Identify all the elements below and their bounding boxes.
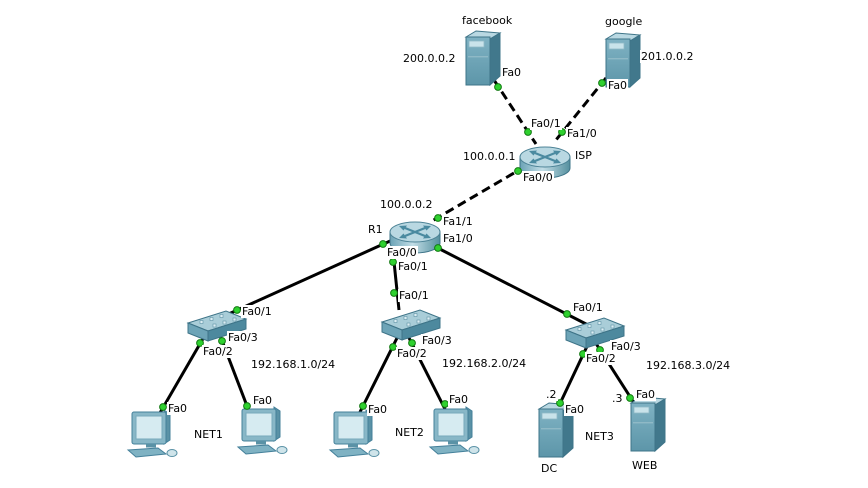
- switch-sw2[interactable]: [379, 304, 443, 346]
- device-label-dc: DC: [540, 462, 559, 475]
- pc-pc4[interactable]: [428, 403, 484, 457]
- device-label-google: google: [604, 15, 644, 28]
- port-label-fa0-0: Fa0/0: [386, 246, 418, 259]
- ip-label-3: .3: [611, 392, 624, 405]
- port-label-fa0-2: Fa0/2: [202, 345, 234, 358]
- port-label-fa0: Fa0: [635, 388, 657, 401]
- pc-pc2[interactable]: [236, 403, 292, 457]
- router-r1[interactable]: [386, 215, 444, 259]
- port-label-fa0: Fa0: [607, 79, 629, 92]
- port-label-fa0-2: Fa0/2: [585, 352, 617, 365]
- device-label-web: WEB: [631, 459, 659, 472]
- pc-icon: [126, 409, 178, 458]
- server-icon: [464, 30, 502, 87]
- link-r1-sw3[interactable]: [427, 241, 589, 327]
- switch-icon: [186, 310, 248, 342]
- port-label-fa0-3: Fa0/3: [610, 340, 642, 353]
- switch-icon: [564, 317, 626, 349]
- port-label-fa0-1: Fa0/1: [398, 289, 430, 302]
- port-label-fa1-0: Fa1/0: [442, 232, 474, 245]
- switch-sw3[interactable]: [563, 312, 627, 354]
- device-label-net3: NET3: [584, 430, 615, 443]
- port-label-fa0-2: Fa0/2: [396, 347, 428, 360]
- port-label-fa0-1: Fa0/1: [241, 305, 273, 318]
- ip-label-192-168-3-0-24: 192.168.3.0/24: [645, 359, 732, 372]
- port-label-fa0: Fa0: [252, 394, 274, 407]
- pc-icon: [428, 406, 480, 455]
- ip-label-100-0-0-2: 100.0.0.2: [379, 198, 434, 211]
- pc-icon: [328, 409, 380, 458]
- ip-label-201-0-0-2: 201.0.0.2: [640, 50, 695, 63]
- ip-label-192-168-1-0-24: 192.168.1.0/24: [250, 358, 337, 371]
- ip-label-200-0-0-2: 200.0.0.2: [402, 52, 457, 65]
- port-label-fa0: Fa0: [564, 403, 586, 416]
- port-label-fa0-1: Fa0/1: [572, 301, 604, 314]
- port-label-fa1-1: Fa1/1: [442, 215, 474, 228]
- port-label-fa0-1: Fa0/1: [530, 117, 562, 130]
- port-label-fa0-3: Fa0/3: [227, 331, 259, 344]
- server-icon: [629, 396, 667, 453]
- ip-label-100-0-0-1: 100.0.0.1: [462, 150, 517, 163]
- device-label-r1: R1: [367, 223, 384, 236]
- server-web[interactable]: [627, 394, 669, 454]
- port-label-fa1-0: Fa1/0: [566, 127, 598, 140]
- link-isp-r1[interactable]: [431, 164, 527, 223]
- switch-sw1[interactable]: [185, 305, 249, 347]
- port-label-fa0-1: Fa0/1: [397, 260, 429, 273]
- device-label-facebook: facebook: [461, 14, 514, 27]
- device-label-net2: NET2: [394, 426, 425, 439]
- pc-icon: [236, 406, 288, 455]
- port-label-fa0: Fa0: [167, 402, 189, 415]
- pc-pc3[interactable]: [328, 406, 384, 460]
- port-label-fa0-3: Fa0/3: [421, 334, 453, 347]
- device-label-net1: NET1: [193, 428, 224, 441]
- ip-label-2: .2: [545, 388, 558, 401]
- link-r1-sw1[interactable]: [221, 230, 411, 319]
- port-label-fa0: Fa0: [501, 66, 523, 79]
- link-facebook-isp[interactable]: [492, 79, 538, 145]
- port-label-fa0: Fa0: [448, 393, 470, 406]
- port-label-fa0: Fa0: [367, 403, 389, 416]
- server-facebook[interactable]: [462, 28, 504, 88]
- port-label-fa0-0: Fa0/0: [522, 171, 554, 184]
- ip-label-192-168-2-0-24: 192.168.2.0/24: [441, 357, 528, 370]
- router-icon: [389, 221, 441, 254]
- pc-pc1[interactable]: [126, 406, 182, 460]
- switch-icon: [380, 309, 442, 341]
- device-label-isp: ISP: [574, 149, 593, 162]
